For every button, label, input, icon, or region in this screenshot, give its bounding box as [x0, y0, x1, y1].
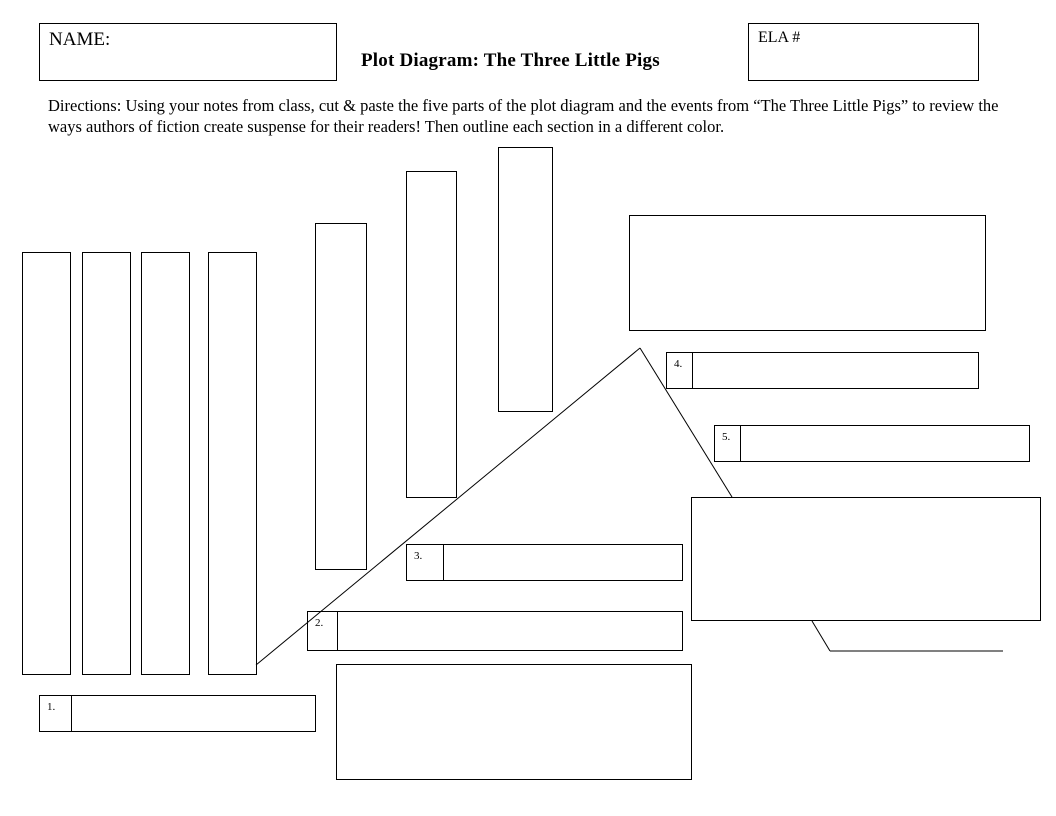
event-strip-4[interactable]: [208, 252, 257, 675]
section-5-blank[interactable]: [741, 426, 1029, 461]
exposition-box[interactable]: [336, 664, 692, 780]
section-5-number: 5.: [715, 426, 741, 461]
name-label: NAME:: [49, 29, 111, 50]
section-1-blank[interactable]: [72, 696, 315, 731]
event-strip-2[interactable]: [82, 252, 131, 675]
name-box[interactable]: NAME:: [39, 23, 337, 81]
section-4-box[interactable]: 4.: [666, 352, 979, 389]
section-5-box[interactable]: 5.: [714, 425, 1030, 462]
section-3-box[interactable]: 3.: [406, 544, 683, 581]
event-strip-1[interactable]: [22, 252, 71, 675]
section-3-blank[interactable]: [444, 545, 682, 580]
section-4-number: 4.: [667, 353, 693, 388]
event-strip-3[interactable]: [141, 252, 190, 675]
section-1-number: 1.: [40, 696, 72, 731]
ela-label: ELA #: [758, 29, 801, 46]
climax-box[interactable]: [629, 215, 986, 331]
event-strip-5[interactable]: [315, 223, 367, 570]
directions-text: Directions: Using your notes from class,…: [48, 96, 999, 136]
section-2-number: 2.: [308, 612, 338, 650]
page-title: Plot Diagram: The Three Little Pigs: [361, 50, 660, 71]
ela-box[interactable]: ELA #: [748, 23, 979, 81]
resolution-line-diagonal: [811, 620, 831, 652]
section-4-blank[interactable]: [693, 353, 978, 388]
event-strip-6[interactable]: [406, 171, 457, 498]
resolution-box[interactable]: [691, 497, 1041, 621]
section-3-number: 3.: [407, 545, 444, 580]
section-1-box[interactable]: 1.: [39, 695, 316, 732]
section-2-box[interactable]: 2.: [307, 611, 683, 651]
section-2-blank[interactable]: [338, 612, 682, 650]
event-strip-7[interactable]: [498, 147, 553, 412]
